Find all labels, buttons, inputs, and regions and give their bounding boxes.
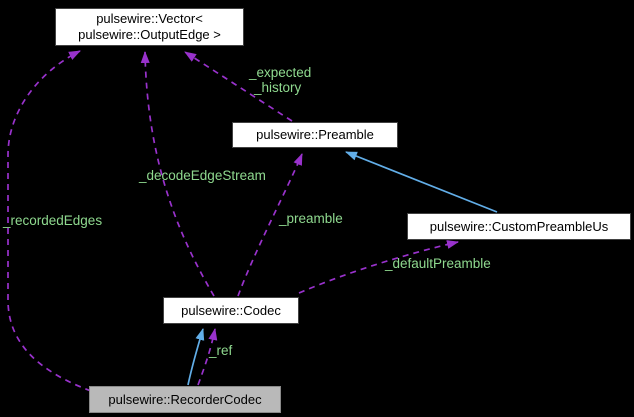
node-preamble-label: pulsewire::Preamble (256, 127, 374, 142)
node-preamble[interactable]: pulsewire::Preamble (232, 122, 398, 148)
node-vector-label-line1: pulsewire::Vector< (96, 11, 203, 26)
node-codec-label: pulsewire::Codec (181, 302, 281, 318)
edge-preamble (237, 153, 303, 297)
edge-inherit-recorder-codec (187, 328, 205, 386)
edge-decode-edge-stream (140, 51, 215, 297)
edge-label-ref: _ref (209, 343, 233, 358)
node-vector-outputedge[interactable]: pulsewire::Vector< pulsewire::OutputEdge… (55, 8, 244, 46)
node-recorder-codec-label: pulsewire::RecorderCodec (108, 391, 262, 407)
node-codec[interactable]: pulsewire::Codec (163, 297, 299, 324)
edge-label-preamble: _preamble (279, 211, 343, 226)
node-custom-preamble-us-label: pulsewire::CustomPreambleUs (429, 218, 609, 234)
node-recorder-codec[interactable]: pulsewire::RecorderCodec (89, 386, 281, 413)
node-custom-preamble-us[interactable]: pulsewire::CustomPreambleUs (407, 213, 631, 240)
edge-label-recorded-edges: _recordedEdges (3, 213, 103, 228)
edge-inherit-custom-preamble (345, 151, 498, 213)
edge-label-default-preamble: _defaultPreamble (385, 256, 491, 271)
edge-label-expected: _expected (249, 65, 312, 80)
edge-recorded-edges (7, 50, 92, 392)
edge-label-history: _history (254, 80, 302, 95)
node-vector-label-line2: pulsewire::OutputEdge > (78, 27, 221, 42)
edge-label-decode-edge-stream: _decodeEdgeStream (139, 168, 266, 183)
edge-ref (197, 328, 218, 386)
